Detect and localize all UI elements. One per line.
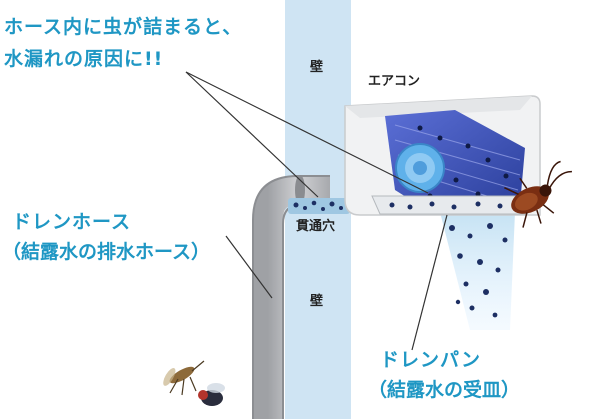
headline-line1: ホース内に虫が詰まると、	[4, 16, 243, 38]
drain-hose-sublabel: （結露水の排水ホース）	[2, 241, 211, 263]
wall-label-bottom: 壁	[310, 294, 324, 309]
drain-pan	[371, 195, 531, 215]
through-hole	[288, 198, 350, 214]
mosquito	[163, 360, 205, 396]
cockroach	[504, 160, 572, 228]
water-droplets	[449, 223, 508, 318]
insects-in-hole	[293, 200, 343, 211]
drain-hose-label: ドレンホース	[12, 211, 132, 233]
water-mist	[440, 212, 515, 330]
aircon-label: エアコン	[368, 74, 421, 89]
through-hole-label: 貫通穴	[296, 219, 336, 234]
drain-pan-label: ドレンパン	[380, 349, 481, 371]
wall-label-top: 壁	[310, 60, 324, 75]
pointer-lines	[185, 71, 448, 351]
drain-pan-sublabel: （結露水の受皿）	[368, 379, 521, 401]
headline-line2: 水漏れの原因に!!	[4, 48, 164, 70]
fly	[198, 383, 225, 406]
